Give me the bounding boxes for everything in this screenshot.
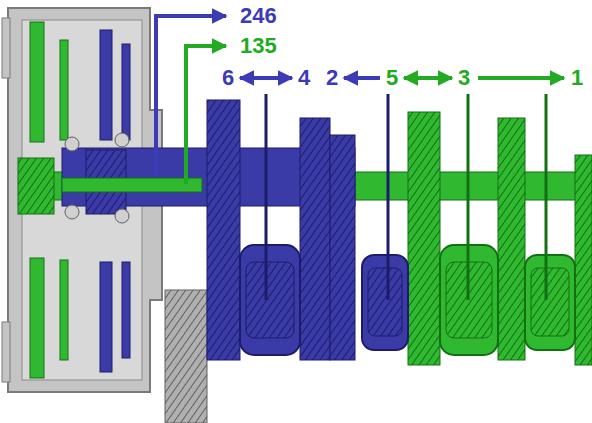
- output-gear: [165, 290, 207, 423]
- shift-arrow: [240, 76, 292, 80]
- gear-label: 3: [458, 66, 470, 90]
- gear-label: 135: [240, 34, 277, 58]
- bearing: [65, 137, 79, 151]
- blue-clutch-disc: [122, 262, 130, 358]
- green-clutch-disc: [30, 258, 44, 378]
- bearing: [115, 209, 129, 223]
- shift-fork-rod: [467, 94, 470, 300]
- gear-label: 6: [222, 66, 234, 90]
- blue-clutch-disc: [100, 30, 112, 140]
- shift-arrow: [478, 76, 564, 80]
- housing-tab: [2, 18, 10, 78]
- green-clutch-disc: [30, 22, 44, 142]
- green-gear: [498, 118, 525, 360]
- blue-gear: [330, 135, 355, 360]
- blue-synchronizer: [368, 268, 402, 336]
- blue-clutch-disc: [100, 262, 112, 372]
- shift-fork-rod: [265, 94, 268, 300]
- blue-gear: [300, 118, 330, 360]
- blue-synchronizer: [240, 245, 300, 355]
- housing-tab: [2, 322, 10, 382]
- gear-label: 1: [571, 66, 583, 90]
- shift-fork-rod: [545, 94, 548, 300]
- green-synchronizer: [525, 255, 575, 350]
- green-gear: [575, 155, 592, 365]
- blue-gear: [207, 100, 240, 360]
- green-shaft-core: [62, 178, 202, 192]
- blue-clutch-disc: [122, 44, 130, 140]
- gear-label: 246: [240, 4, 277, 28]
- green-clutch-disc: [60, 40, 68, 140]
- bearing: [65, 205, 79, 219]
- gear-label: 4: [298, 66, 310, 90]
- gear-label: 5: [386, 66, 398, 90]
- bearing: [115, 133, 129, 147]
- green-gear: [408, 112, 440, 365]
- gear-label: 2: [326, 66, 338, 90]
- shift-fork-rod: [387, 94, 390, 300]
- blue-synchronizer: [362, 255, 408, 350]
- green-clutch-hub: [18, 158, 54, 214]
- shift-arrow: [344, 76, 380, 80]
- green-synchronizer: [531, 268, 569, 336]
- green-clutch-disc: [60, 260, 68, 360]
- shift-arrow: [404, 76, 452, 80]
- blue-synchronizer: [246, 262, 294, 338]
